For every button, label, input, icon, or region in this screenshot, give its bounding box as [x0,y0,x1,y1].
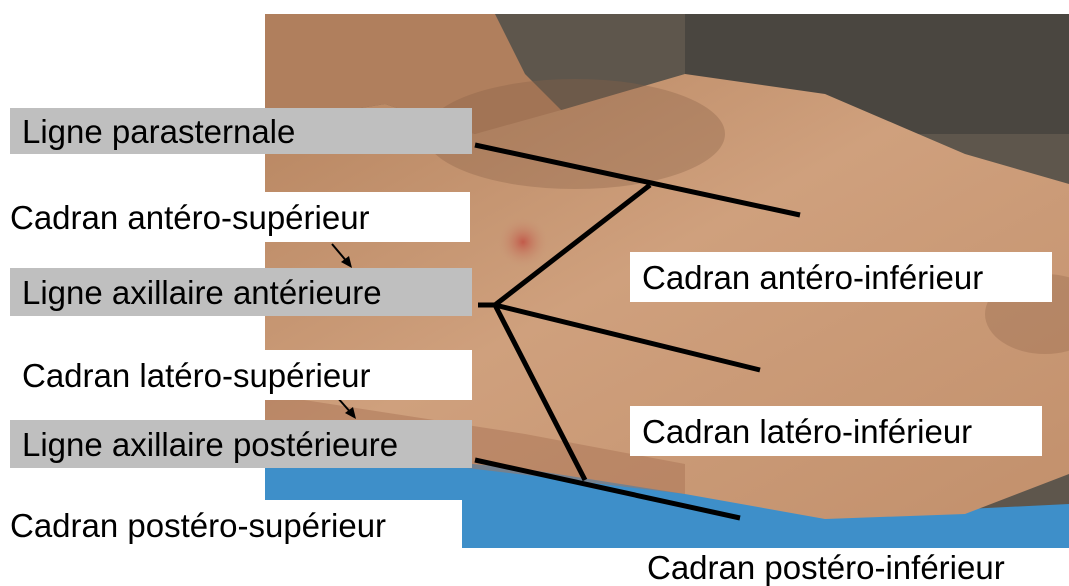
label-cadran-latero-inferieur-text: Cadran latéro-inférieur [642,415,972,448]
label-cadran-antero-superieur: Cadran antéro-supérieur [0,192,470,242]
label-ligne-axillaire-anterieure: Ligne axillaire antérieure [10,268,472,316]
label-cadran-antero-superieur-text: Cadran antéro-supérieur [10,201,370,234]
label-cadran-latero-superieur: Cadran latéro-supérieur [10,350,472,400]
label-cadran-latero-inferieur: Cadran latéro-inférieur [630,406,1042,456]
label-ligne-parasternale: Ligne parasternale [10,108,472,154]
anterior-axillary-line-upper [495,185,650,305]
label-cadran-postero-inferieur: Cadran postéro-inférieur [635,548,1069,586]
label-cadran-antero-inferieur: Cadran antéro-inférieur [630,252,1052,302]
label-ligne-axillaire-posterieure-text: Ligne axillaire postérieure [22,428,398,461]
label-cadran-postero-superieur: Cadran postéro-supérieur [0,500,462,550]
label-cadran-latero-superieur-text: Cadran latéro-supérieur [22,359,371,392]
label-cadran-antero-inferieur-text: Cadran antéro-inférieur [642,261,983,294]
posterior-axillary-line [475,460,740,518]
label-cadran-postero-superieur-text: Cadran postéro-supérieur [10,509,386,542]
posterior-axillary-line-upper [495,305,585,480]
parasternal-line [475,145,800,215]
label-ligne-axillaire-posterieure: Ligne axillaire postérieure [10,420,472,468]
label-ligne-parasternale-text: Ligne parasternale [22,115,295,148]
label-cadran-postero-inferieur-text: Cadran postéro-inférieur [647,551,1005,584]
anterior-axillary-line [495,305,760,370]
label-ligne-axillaire-anterieure-text: Ligne axillaire antérieure [22,276,382,309]
